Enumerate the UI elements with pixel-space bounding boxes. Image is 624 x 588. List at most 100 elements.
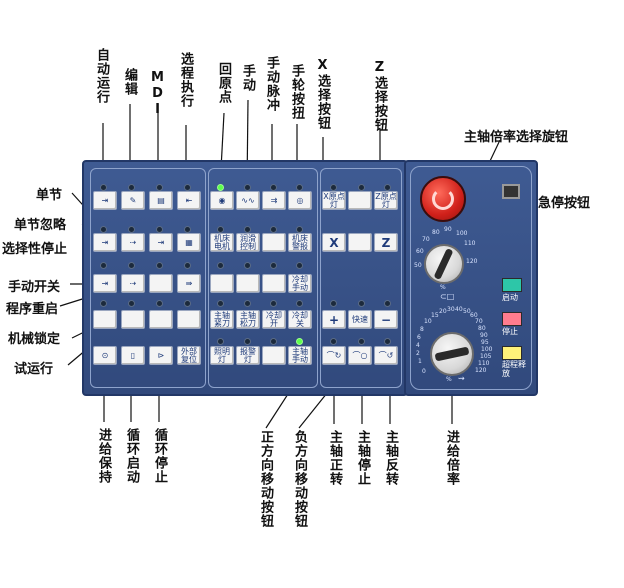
single-block-skip-key[interactable]: ⇢ — [121, 233, 145, 252]
z-select-key[interactable]: Z — [374, 233, 398, 252]
coolant-manual-key[interactable]: 冷却手动 — [288, 274, 312, 293]
machine-lock-key[interactable]: ⇛ — [177, 274, 201, 293]
feed-hold-key[interactable]: ⊙ — [93, 346, 117, 365]
spindle-unclamp-key[interactable]: 主轴松刀 — [236, 310, 260, 329]
feed-scale-2: 2 — [416, 350, 420, 357]
optional-stop-key[interactable]: ⇥ — [149, 233, 173, 252]
label-dry-run: 试运行 — [14, 362, 54, 377]
key-switch[interactable] — [502, 184, 520, 199]
led-manual-sw — [100, 262, 107, 269]
led-rev — [384, 338, 391, 345]
spindle-scale-80: 80 — [432, 229, 440, 236]
feed-scale-120: 120 — [475, 367, 487, 374]
spindle-forward-key[interactable]: ⌒↻ — [322, 346, 346, 365]
single-block-key[interactable]: ⇥ — [93, 233, 117, 252]
label-feed-override: 进给倍率 — [444, 430, 459, 486]
blank-key-12[interactable] — [262, 346, 286, 365]
label-cycle-start: 循环启动 — [124, 428, 139, 484]
program-icon: ⇤ — [185, 195, 193, 205]
overtravel-release-button[interactable] — [502, 346, 522, 360]
label-estop-btn: 急停按钮 — [538, 196, 591, 211]
program-restart-key[interactable]: ⇢ — [121, 274, 145, 293]
manual-switch-key[interactable]: ⇥ — [93, 274, 117, 293]
spindle-scale-50: 50 — [414, 262, 422, 269]
blank-key-5[interactable] — [210, 274, 234, 293]
spindle-scale-100: 100 — [456, 230, 468, 237]
blank-key[interactable] — [348, 191, 372, 210]
feed-scale-70: 70 — [475, 318, 483, 325]
spindle-clamp-key[interactable]: 主轴紧刀 — [210, 310, 234, 329]
label-spindle-rev: 主轴反转 — [383, 430, 398, 486]
cycle-stop-key[interactable]: ⊳ — [149, 346, 173, 365]
edit-key[interactable]: ✎ — [121, 191, 145, 210]
led-mdi — [156, 184, 163, 191]
feed-scale-6: 6 — [417, 334, 421, 341]
label-edit: 编辑 — [122, 68, 137, 96]
led-cool-off — [296, 300, 303, 307]
manual-switch-icon: ⇥ — [101, 278, 109, 288]
feed-override-knob[interactable] — [430, 332, 474, 376]
select-exec-key[interactable]: ⇤ — [177, 191, 201, 210]
led-alarm-lamp — [244, 338, 251, 345]
machine-power-key[interactable]: 机床电机 — [210, 233, 234, 252]
emergency-stop-button[interactable] — [420, 176, 466, 222]
led-home — [217, 184, 224, 191]
blank-key-2[interactable] — [262, 233, 286, 252]
wave-icon: ∿∿ — [241, 195, 255, 205]
home-key[interactable]: ◉ — [210, 191, 234, 210]
led-jog — [270, 184, 277, 191]
lube-control-key[interactable]: 润滑控制 — [236, 233, 260, 252]
label-spindle-stop: 主轴停止 — [355, 430, 370, 486]
blank-key-8[interactable] — [93, 310, 117, 329]
optional-key-4[interactable]: ▦ — [177, 233, 201, 252]
start-button[interactable] — [502, 278, 522, 292]
cycle-start-key[interactable]: ▯ — [121, 346, 145, 365]
knob-pointer-feed — [434, 346, 470, 362]
knob-pointer — [433, 248, 454, 280]
label-jog-pulse: 手动脉冲 — [264, 56, 279, 112]
blank-key-3[interactable] — [348, 233, 372, 252]
x-home-key[interactable]: X原点灯 — [322, 191, 346, 210]
alarm-light-key[interactable]: 报警灯 — [236, 346, 260, 365]
stop-button[interactable] — [502, 312, 522, 326]
start-button-label: 启动 — [502, 293, 518, 302]
minus-key[interactable]: − — [374, 310, 398, 329]
blank-key-4[interactable] — [149, 274, 173, 293]
single-block-icon: ⇥ — [101, 237, 109, 247]
plus-key[interactable]: + — [322, 310, 346, 329]
spindle-scale-60: 60 — [416, 248, 424, 255]
coolant-off-key[interactable]: 冷却关 — [288, 310, 312, 329]
label-neg-move-btn: 负方向移动按钮 — [292, 430, 307, 528]
spindle-stop-key[interactable]: ⌒○ — [348, 346, 372, 365]
spindle-reverse-key[interactable]: ⌒↺ — [374, 346, 398, 365]
led-unclamp — [244, 300, 251, 307]
spindle-override-knob[interactable] — [424, 244, 464, 284]
blank-key-11[interactable] — [177, 310, 201, 329]
auto-run-key[interactable]: ⇥ — [93, 191, 117, 210]
spindle-manual-key[interactable]: 主轴手动 — [288, 346, 312, 365]
jog-pulse-key[interactable]: ⇉ — [262, 191, 286, 210]
feed-symbol-icon: ⇝ — [458, 374, 465, 383]
lighting-key[interactable]: 照明灯 — [210, 346, 234, 365]
blank-key-9[interactable] — [121, 310, 145, 329]
z-home-key[interactable]: Z原点灯 — [374, 191, 398, 210]
rapid-key[interactable]: 快速 — [348, 310, 372, 329]
x-select-key[interactable]: X — [322, 233, 346, 252]
feed-scale-105: 105 — [480, 353, 492, 360]
manual-key[interactable]: ∿∿ — [236, 191, 260, 210]
blank-key-7[interactable] — [262, 274, 286, 293]
blank-key-10[interactable] — [149, 310, 173, 329]
blank-key-6[interactable] — [236, 274, 260, 293]
mdi-key[interactable]: ▤ — [149, 191, 173, 210]
led-restart — [128, 262, 135, 269]
machine-alarm-key[interactable]: 机床警报 — [288, 233, 312, 252]
led-stop — [358, 338, 365, 345]
spindle-reverse-icon: ⌒↺ — [378, 350, 394, 360]
handwheel-key[interactable]: ◎ — [288, 191, 312, 210]
restart-icon: ⇢ — [129, 278, 137, 288]
label-single-block: 单节 — [36, 188, 63, 203]
coolant-on-key[interactable]: 冷却开 — [262, 310, 286, 329]
label-manual-switch: 手动开关 — [8, 280, 61, 295]
led-power — [217, 226, 224, 233]
external-reset-key[interactable]: 外部复位 — [177, 346, 201, 365]
